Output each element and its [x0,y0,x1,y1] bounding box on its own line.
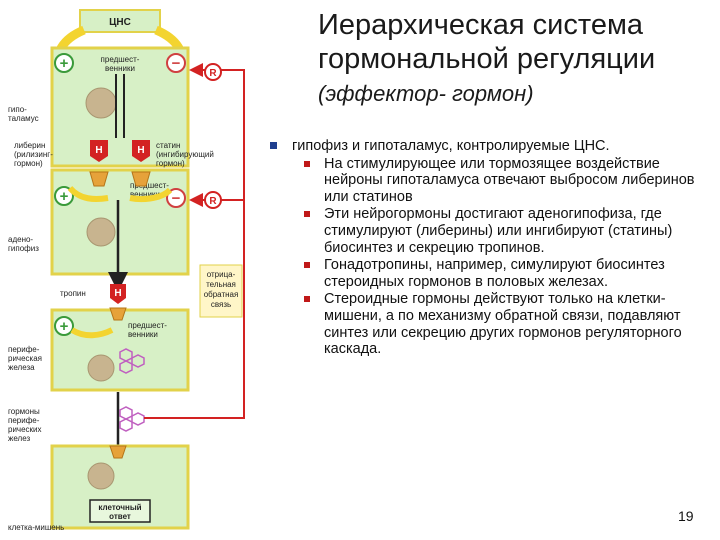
peripheral-hormones-label-2: перифе- [8,416,40,425]
svg-text:тельная: тельная [206,280,236,289]
peripheral-hormones-label-3: рических [8,425,42,434]
nucleus-icon [87,462,115,490]
precursors-top-line1: предшест- [101,55,140,64]
hypothalamus-label-1: гипо- [8,105,27,114]
sub-bullet-marker [304,296,310,303]
plus-icon-mid: + [54,186,74,206]
nucleus-icon [85,87,117,119]
liberin-label-2: (рилизинг- [14,150,53,159]
svg-text:H: H [137,145,144,156]
svg-text:−: − [172,190,181,207]
receptor-r-mid: R [204,191,222,209]
hypothalamus-box: предшест- венники [50,46,190,168]
feedback-label-box: отрица- тельная обратная связь [199,264,243,318]
minus-icon-top: − [166,53,186,73]
statin-label-2: (ингибирующий [156,150,214,159]
cns-label: ЦНС [109,17,131,28]
sub-bullet-text: Эти нейрогормоны достигают аденогипофиза… [324,206,673,256]
svg-text:отрица-: отрица- [207,270,236,279]
adenohypophysis-label-1: адено- [8,235,33,244]
peripheral-hormone-molecule-icon [119,406,145,432]
slide-title-line2: гормональной регуляции [318,43,656,75]
liberin-label-3: гормон) [14,159,43,168]
precursors-low-line1: предшест- [128,321,167,330]
minus-icon-mid: − [166,188,186,208]
tropin-h-marker: H [110,284,126,304]
sub-bullet: На стимулирующее или тормозящее воздейст… [304,155,706,206]
sub-bullet-marker [304,160,310,167]
sub-bullet-marker [304,262,310,269]
cell-response-box [89,499,151,523]
peripheral-gland-label-2: рическая [8,354,42,363]
peripheral-gland-box: предшест- венники [50,308,190,392]
statin-h-marker: H [132,140,150,162]
svg-text:обратная: обратная [204,290,239,299]
cell-response-label-2: ответ [109,512,131,521]
precursors-low-line2: венники [128,330,158,339]
svg-text:H: H [114,288,121,299]
target-cell-box: клеточный ответ [50,444,190,530]
liberin-label-1: либерин [14,141,45,150]
cns-node: ЦНС [79,9,161,33]
receptor-r-top: R [204,63,222,81]
page-number: 19 [678,508,694,524]
sub-bullet: Эти нейрогормоны достигают аденогипофиза… [304,206,706,256]
sub-bullet: Гонадотропины, например, симулируют биос… [304,257,706,290]
adenohypophysis-label-2: гипофиз [8,244,39,253]
peripheral-hormones-label-4: желез [8,434,30,443]
main-bullet-text: гипофиз и гипоталамус, контролируемые ЦН… [292,138,610,154]
hormone-regulation-diagram: ЦНС предшест- венники + − гипо- таламус … [8,9,245,532]
nucleus-icon [87,354,115,382]
sub-bullet-text: На стимулирующее или тормозящее воздейст… [324,155,695,205]
precursors-mid-line1: предшест- [130,181,169,190]
svg-text:связь: связь [211,300,231,309]
svg-text:H: H [95,145,102,156]
plus-icon-top: + [54,53,74,73]
cell-response-label-1: клеточный [98,503,141,512]
liberin-h-marker: H [90,140,108,162]
svg-text:+: + [60,55,69,72]
plus-icon-low: + [54,316,74,336]
sub-bullet-text: Гонадотропины, например, симулируют биос… [324,257,665,290]
svg-text:−: − [172,55,181,72]
svg-text:R: R [209,196,217,207]
tropin-label: тропин [60,289,86,298]
slide-content: гипофиз и гипоталамус, контролируемые ЦН… [270,138,706,358]
main-bullet-marker [270,142,277,149]
peripheral-hormones-label-1: гормоны [8,407,40,416]
sub-bullet-marker [304,211,310,218]
hypothalamus-label-2: таламус [8,114,39,123]
statin-label-3: гормон) [156,159,185,168]
slide-subtitle: (эффектор- гормон) [318,81,534,106]
target-cell-label: клетка-мишень [8,523,64,532]
statin-label-1: статин [156,141,180,150]
sub-bullet: Стероидные гормоны действуют только на к… [304,291,706,358]
peripheral-gland-label-1: перифе- [8,345,40,354]
adenohypophysis-box: предшест- венники [50,168,190,276]
nucleus-icon [86,217,116,247]
precursors-mid-line2: венники [130,190,160,199]
steroid-molecule-icon [119,348,145,374]
svg-text:+: + [60,188,69,205]
sub-bullet-text: Стероидные гормоны действуют только на к… [324,291,682,358]
svg-text:R: R [209,68,217,79]
peripheral-gland-label-3: железа [8,363,35,372]
precursors-top-line2: венники [105,64,135,73]
main-bullet: гипофиз и гипоталамус, контролируемые ЦН… [270,138,706,155]
svg-text:+: + [60,318,69,335]
slide-title: Иерархическая система гормональной регул… [318,8,713,76]
slide-title-line1: Иерархическая система [318,9,644,41]
